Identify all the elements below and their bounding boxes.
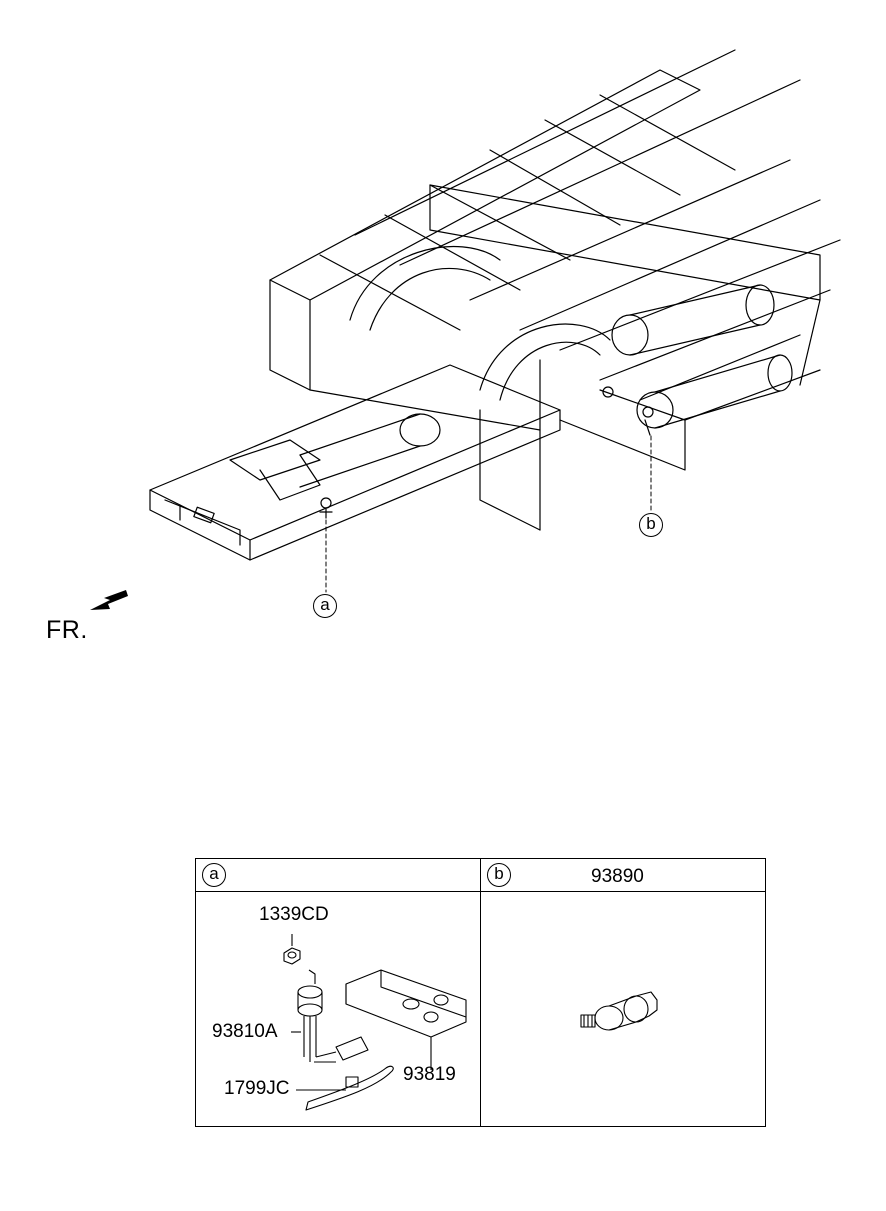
frame-rail-main [269,69,821,531]
cell-b-body [481,892,765,1126]
frame-rail-left [149,364,561,561]
cell-a-marker: a [202,863,226,887]
frame-cross-members [319,49,841,401]
cell-a-header: a [196,859,481,892]
chassis-frame-diagram [90,49,841,610]
leader-lines [325,435,652,593]
cable-tie-drawing [296,1065,394,1111]
sensor-drawing [291,969,323,1062]
connector-drawing [314,1036,369,1063]
rear-frame-section [559,369,821,471]
sensor-assembly-drawing [283,934,467,1111]
pressure-switch-drawing [580,991,658,1031]
part-number-1799JC: 1799JC [224,1078,290,1099]
suspension-arches [349,246,611,401]
front-indicator-label: FR. [46,616,88,644]
axle-housing [299,284,793,488]
part-number-93890: 93890 [591,866,644,887]
cell-b-marker: b [487,863,511,887]
part-number-93810A: 93810A [212,1021,278,1042]
nut-drawing [283,934,301,965]
parts-table: a b 93890 [195,858,766,1127]
bracket-drawing [345,969,467,1070]
front-arrow-icon [90,590,128,610]
sensor-a-location [319,497,333,519]
callout-a: a [313,594,337,618]
sensor-b-location [602,386,654,436]
callout-b: b [639,513,663,537]
cell-a-body: 1339CD 93810A 93819 1799JC [196,892,481,1126]
callout-b-label: b [646,514,656,533]
part-number-1339CD: 1339CD [259,904,329,925]
front-stub-frame [164,439,321,546]
callout-a-label: a [320,595,330,614]
cell-b-header: b 93890 [481,859,765,892]
part-number-93819: 93819 [403,1064,456,1085]
